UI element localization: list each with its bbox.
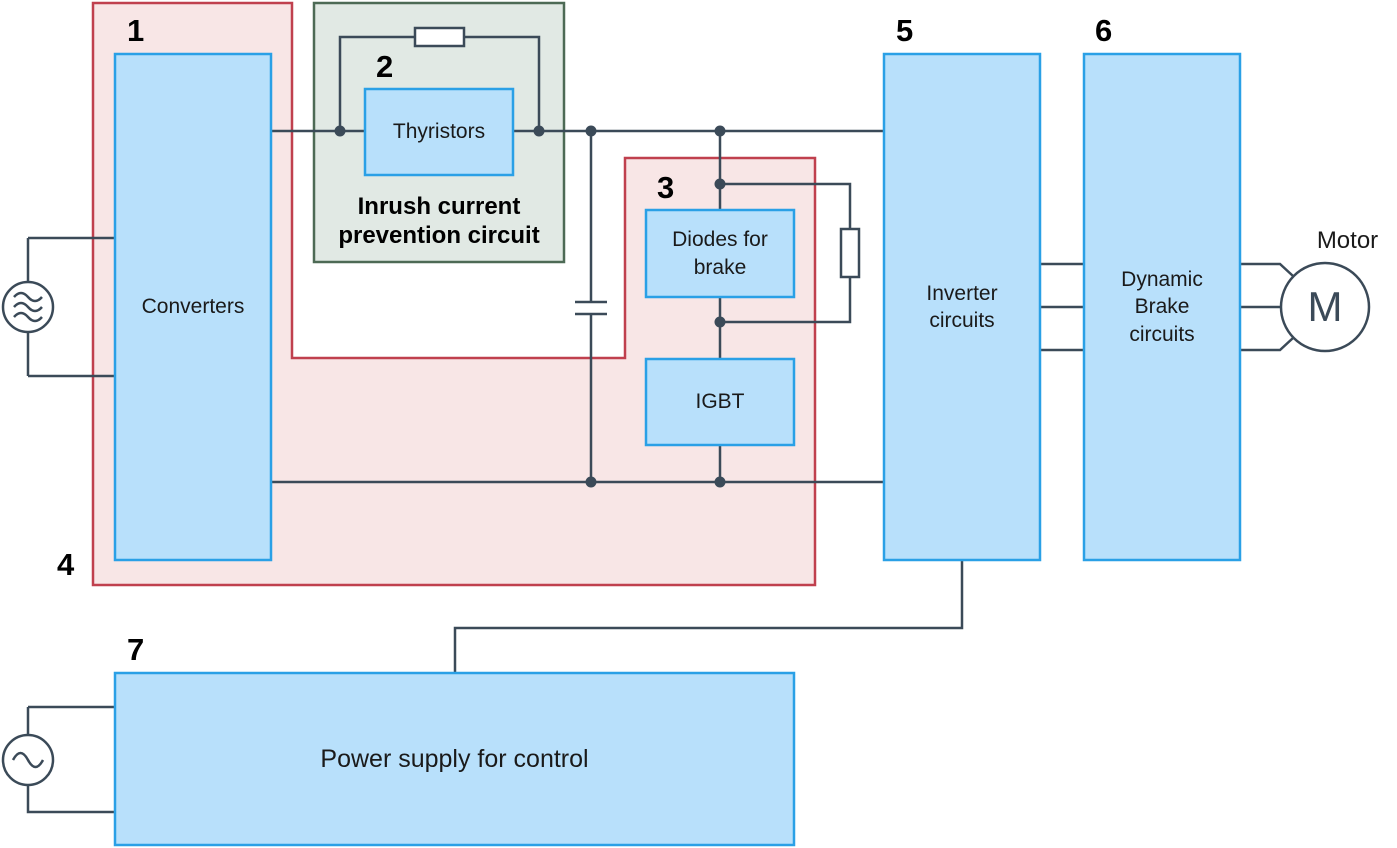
label-number-2: 2 bbox=[376, 49, 394, 84]
converters-label: Converters bbox=[141, 295, 245, 319]
diodes-block bbox=[644, 208, 796, 299]
diodes-label: Diodes for brake bbox=[672, 228, 768, 279]
label-number-4: 4 bbox=[57, 547, 75, 582]
converters-block bbox=[113, 52, 273, 562]
label-number-5: 5 bbox=[896, 13, 914, 48]
ac-source-icon bbox=[1, 733, 55, 787]
junction-dots bbox=[334, 125, 726, 488]
igbt-block bbox=[644, 357, 796, 447]
resistor-icon bbox=[839, 227, 861, 279]
wiring bbox=[26, 35, 1294, 814]
resistor-icon bbox=[413, 26, 466, 48]
dynamic-brake-label: Dynamic Brake circuits bbox=[1121, 268, 1203, 346]
dynamic-brake-block bbox=[1082, 52, 1242, 562]
motor-label: Motor bbox=[1316, 227, 1379, 255]
ac-source-three-phase-icon bbox=[1, 280, 55, 334]
inverter-label: Inverter circuits bbox=[926, 281, 998, 332]
label-number-7: 7 bbox=[127, 632, 145, 667]
thyristors-block bbox=[363, 87, 515, 177]
motor-icon bbox=[1279, 261, 1371, 353]
group-4-region bbox=[91, 1, 817, 587]
label-number-1: 1 bbox=[127, 13, 145, 48]
label-number-3: 3 bbox=[657, 170, 675, 205]
thyristors-label: Thyristors bbox=[392, 120, 486, 144]
power-supply-block bbox=[113, 671, 796, 847]
power-supply-label: Power supply for control bbox=[320, 744, 589, 773]
inverter-block bbox=[882, 52, 1042, 562]
igbt-label: IGBT bbox=[695, 390, 745, 414]
inrush-circuit-label: Inrush current prevention circuit bbox=[338, 193, 540, 249]
motor-symbol: M bbox=[1307, 282, 1343, 330]
label-number-6: 6 bbox=[1095, 13, 1113, 48]
